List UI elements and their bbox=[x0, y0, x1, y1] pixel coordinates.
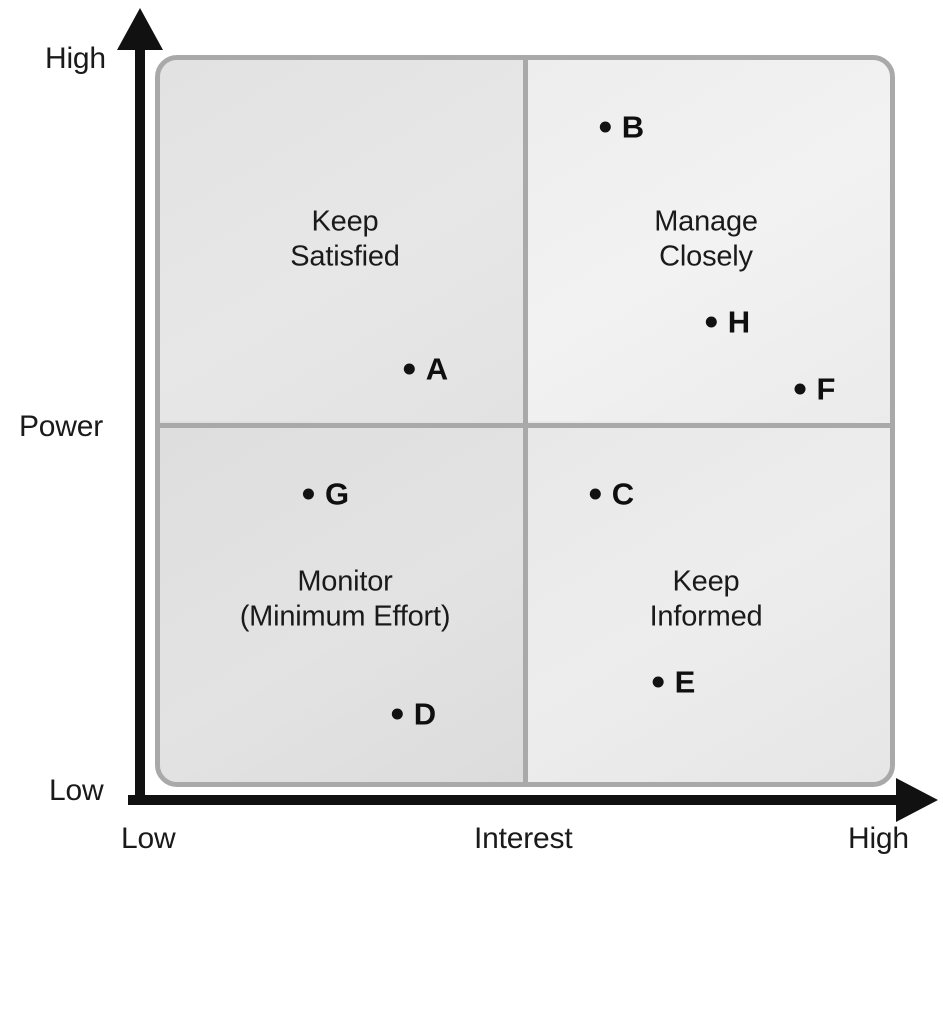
data-point-label: B bbox=[621, 109, 645, 145]
x-axis-title: Interest bbox=[474, 822, 573, 855]
x-axis-arrowhead bbox=[896, 778, 938, 822]
data-point-dot bbox=[652, 676, 664, 688]
data-point-c[interactable]: C bbox=[589, 476, 635, 512]
data-point-dot bbox=[599, 121, 611, 133]
y-axis-line bbox=[135, 30, 145, 805]
data-point-dot bbox=[403, 363, 415, 375]
quadrant-grid bbox=[155, 55, 895, 787]
data-point-dot bbox=[794, 383, 806, 395]
data-point-label: G bbox=[324, 476, 350, 512]
data-point-label: H bbox=[727, 304, 751, 340]
quadrant-label-line1: Keep bbox=[311, 205, 379, 238]
quadrant-label-line2: (Minimum Effort) bbox=[239, 601, 451, 633]
data-point-h[interactable]: H bbox=[705, 304, 751, 340]
data-point-g[interactable]: G bbox=[302, 476, 350, 512]
data-point-a[interactable]: A bbox=[403, 351, 449, 387]
y-axis-low-label: Low bbox=[49, 774, 104, 807]
data-point-label: F bbox=[816, 371, 836, 407]
quadrant-label-keep-satisfied: Keep Satisfied bbox=[290, 205, 400, 276]
x-axis-line bbox=[128, 795, 911, 805]
data-point-label: A bbox=[425, 351, 449, 387]
quadrant-monitor-minimum-effort bbox=[160, 421, 525, 782]
data-point-dot bbox=[705, 316, 717, 328]
data-point-dot bbox=[589, 488, 601, 500]
data-point-d[interactable]: D bbox=[391, 696, 437, 732]
vertical-divider bbox=[523, 60, 528, 782]
data-point-label: D bbox=[413, 696, 437, 732]
data-point-dot bbox=[302, 488, 314, 500]
quadrant-label-line2: Closely bbox=[659, 241, 753, 273]
data-point-b[interactable]: B bbox=[599, 109, 645, 145]
y-axis-arrowhead bbox=[117, 8, 163, 50]
quadrant-label-line1: Monitor bbox=[297, 565, 393, 598]
quadrant-label-keep-informed: Keep Informed bbox=[650, 565, 763, 636]
quadrant-label-manage-closely: Manage Closely bbox=[654, 205, 758, 276]
data-point-label: C bbox=[611, 476, 635, 512]
x-axis-low-label: Low bbox=[121, 822, 176, 855]
data-point-dot bbox=[391, 708, 403, 720]
quadrant-label-line2: Informed bbox=[649, 601, 763, 633]
quadrant-label-line1: Keep bbox=[672, 565, 740, 598]
x-axis-high-label: High bbox=[848, 822, 909, 855]
y-axis-high-label: High bbox=[45, 42, 106, 75]
data-point-f[interactable]: F bbox=[794, 371, 836, 407]
quadrant-keep-informed bbox=[525, 421, 890, 782]
data-point-e[interactable]: E bbox=[652, 664, 696, 700]
quadrant-label-line1: Manage bbox=[654, 205, 758, 238]
quadrant-manage-closely bbox=[525, 60, 890, 421]
quadrant-label-line2: Satisfied bbox=[290, 241, 400, 273]
horizontal-divider bbox=[160, 423, 890, 428]
data-point-label: E bbox=[674, 664, 696, 700]
y-axis-title: Power bbox=[19, 410, 104, 443]
quadrant-label-monitor-minimum-effort: Monitor (Minimum Effort) bbox=[240, 565, 451, 636]
quadrant-keep-satisfied bbox=[160, 60, 525, 421]
